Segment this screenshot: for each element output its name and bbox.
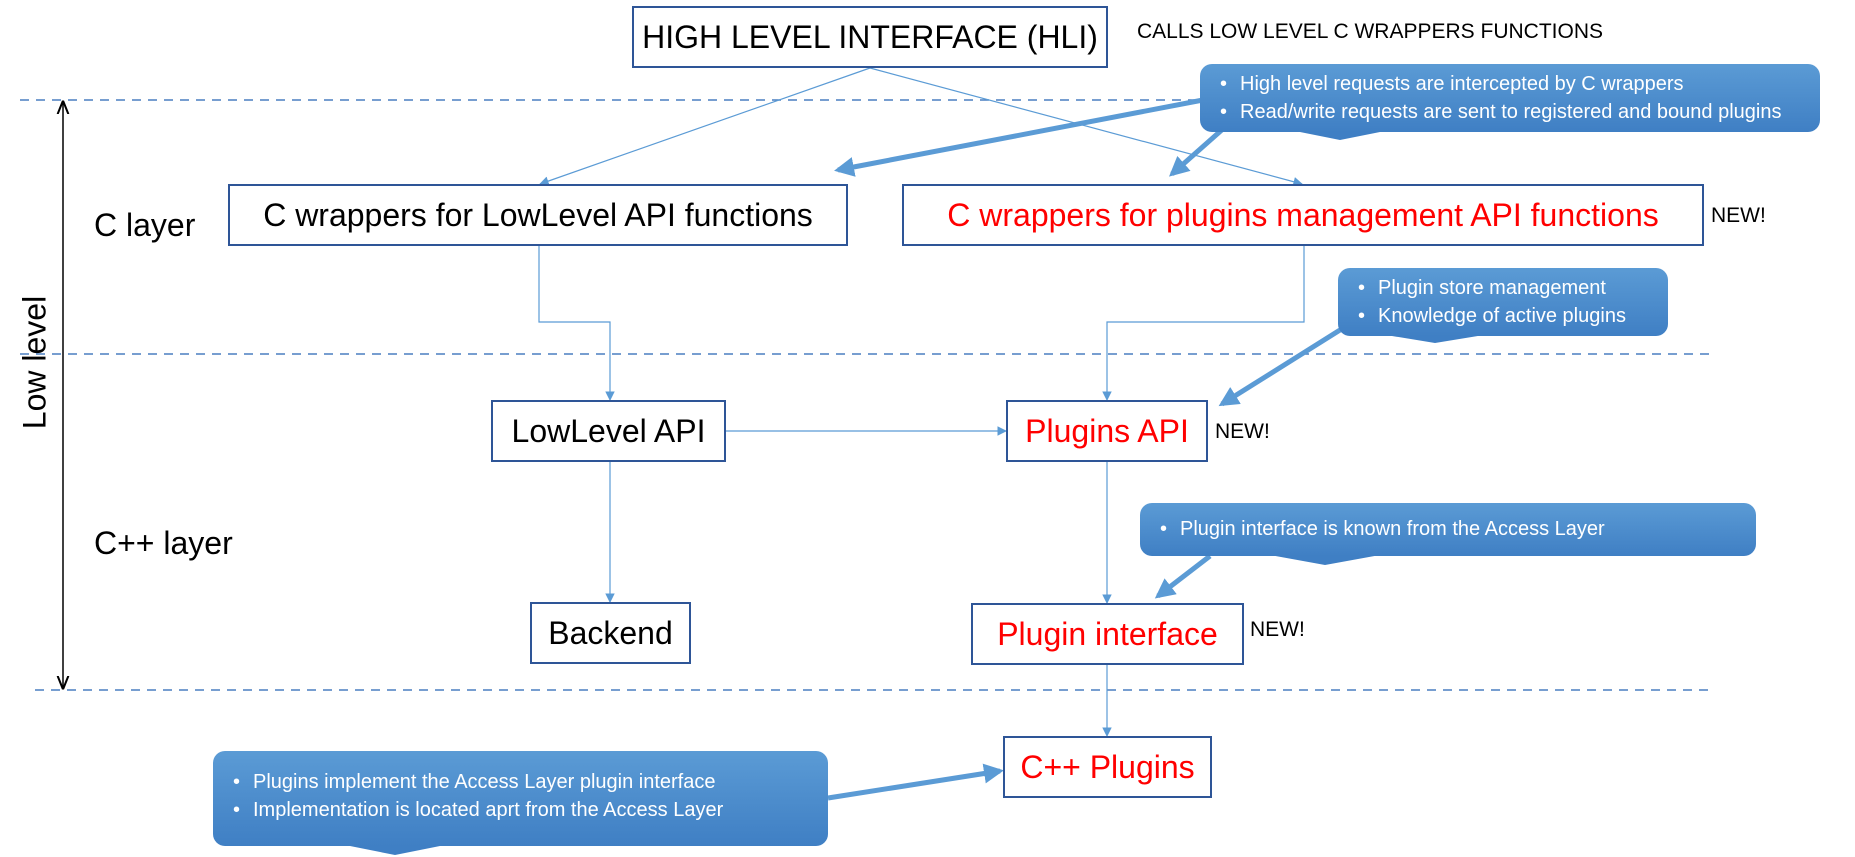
callout-plugin-interface-tail xyxy=(1270,555,1380,565)
callout-c-wrappers-pointer-right xyxy=(1169,126,1226,177)
callout-plugins-impl-item: Implementation is located aprt from the … xyxy=(233,796,810,824)
callout-plugins-impl-pointer xyxy=(827,763,1004,801)
plugins-api-box: Plugins API xyxy=(1006,400,1208,462)
callout-plugins-impl: Plugins implement the Access Layer plugi… xyxy=(213,751,828,846)
c-wrappers-plugins-new-tag: NEW! xyxy=(1711,204,1766,227)
callout-plugin-store-item: Knowledge of active plugins xyxy=(1358,302,1650,330)
callout-plugin-interface-pointer xyxy=(1154,554,1212,599)
callout-plugin-store-item: Plugin store management xyxy=(1358,274,1650,302)
callout-plugins-impl-item: Plugins implement the Access Layer plugi… xyxy=(233,768,810,796)
callout-plugin-interface: Plugin interface is known from the Acces… xyxy=(1140,503,1756,556)
hli-box: HIGH LEVEL INTERFACE (HLI) xyxy=(632,6,1108,68)
callout-plugin-interface-item: Plugin interface is known from the Acces… xyxy=(1160,515,1738,543)
c-layer-label: C layer xyxy=(94,207,196,243)
callout-c-wrappers-item: Read/write requests are sent to register… xyxy=(1220,98,1802,126)
low-level-label: Low level xyxy=(16,295,53,430)
hli-to-c-wrappers-lowlevel-arrow xyxy=(539,67,871,186)
callout-plugins-impl-tail xyxy=(340,844,450,855)
cpp-plugins-box: C++ Plugins xyxy=(1003,736,1212,798)
plugins-api-new-tag: NEW! xyxy=(1215,420,1270,443)
lowlevel-api-box: LowLevel API xyxy=(491,400,726,462)
backend-box: Backend xyxy=(530,602,691,664)
callout-plugin-store: Plugin store management Knowledge of act… xyxy=(1338,268,1668,336)
plugin-interface-box: Plugin interface xyxy=(971,603,1244,665)
plugin-interface-new-tag: NEW! xyxy=(1250,618,1305,641)
hli-note: CALLS LOW LEVEL C WRAPPERS FUNCTIONS xyxy=(1137,20,1603,43)
c-wrappers-plugins-box: C wrappers for plugins management API fu… xyxy=(902,184,1704,246)
callout-c-wrappers: High level requests are intercepted by C… xyxy=(1200,64,1820,132)
cpp-layer-label: C++ layer xyxy=(94,525,233,561)
callout-c-wrappers-tail xyxy=(1290,130,1390,140)
callout-plugin-store-tail xyxy=(1380,334,1490,343)
callout-c-wrappers-pointer-left xyxy=(834,97,1204,177)
c-wrappers-lowlevel-box: C wrappers for LowLevel API functions xyxy=(228,184,848,246)
callout-c-wrappers-item: High level requests are intercepted by C… xyxy=(1220,70,1802,98)
hli-to-c-wrappers-plugins-arrow xyxy=(869,67,1303,187)
c-wrappers-lowlevel-to-lowlevel-api-arrow xyxy=(538,246,615,401)
callout-plugin-store-pointer xyxy=(1218,327,1342,407)
c-wrappers-plugins-to-plugins-api-arrow xyxy=(1102,246,1305,401)
